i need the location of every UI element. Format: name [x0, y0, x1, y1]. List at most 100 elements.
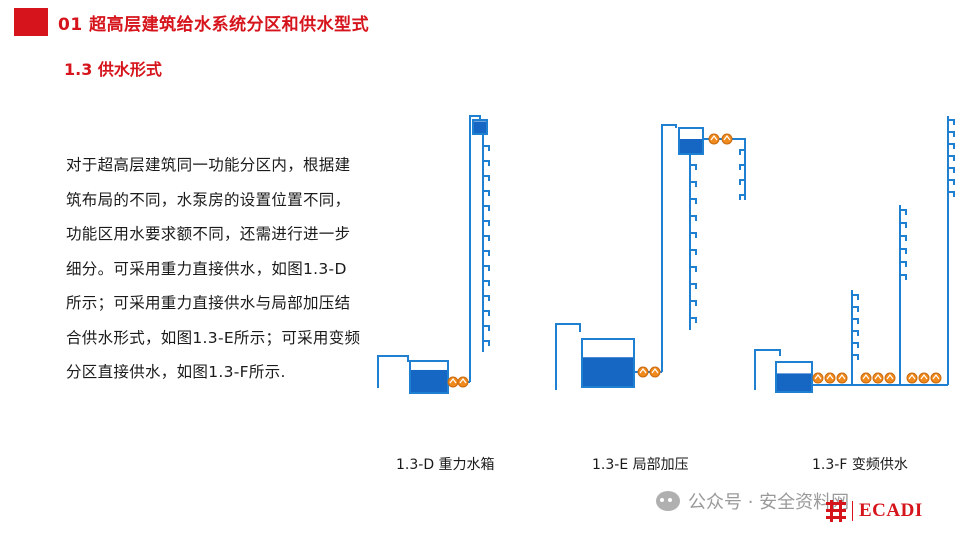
pump-icon-mark — [838, 374, 846, 380]
floor-branch — [900, 209, 907, 215]
watermark: 公众号 · 安全资料网 — [656, 488, 849, 514]
floor-branch — [690, 232, 697, 238]
floor-branch — [739, 164, 745, 170]
pump-icon-mark — [886, 374, 894, 380]
pump-icon-mark — [862, 374, 870, 380]
ecadi-logo: ECADI — [826, 500, 923, 522]
pump-icon-mark — [710, 135, 718, 141]
floor-branch — [483, 145, 490, 151]
section-subtitle: 1.3 供水形式 — [64, 60, 162, 79]
floor-branch — [900, 261, 907, 267]
floor-branch — [900, 248, 907, 254]
pump-icon — [824, 372, 836, 384]
floor-branch — [483, 310, 490, 316]
floor-branch — [483, 235, 490, 241]
pump-icon-mark — [723, 135, 731, 141]
pump-icon-mark — [874, 374, 882, 380]
storage-tank-water — [583, 357, 633, 386]
page-title: 01 超高层建筑给水系统分区和供水型式 — [58, 15, 370, 35]
floor-branch — [690, 266, 697, 272]
title-accent-bar — [14, 8, 48, 36]
floor-branch — [948, 119, 955, 125]
wechat-icon — [656, 491, 680, 511]
pump-icon — [457, 376, 469, 388]
floor-branch — [690, 181, 697, 187]
floor-branch — [483, 220, 490, 226]
floor-branch — [483, 280, 490, 286]
floor-branch — [690, 283, 697, 289]
logo-text: ECADI — [859, 500, 923, 521]
pump-icon — [884, 372, 896, 384]
figure-caption-e: 1.3-E 局部加压 — [592, 457, 689, 473]
roof-tank-water — [680, 139, 702, 153]
inlet-pipe — [377, 355, 409, 388]
pump-icon — [918, 372, 930, 384]
pump-icon — [930, 372, 942, 384]
pump-icon — [637, 366, 649, 378]
riser-pipe — [469, 115, 481, 382]
floor-branch — [483, 175, 490, 181]
pump-icon-mark — [449, 378, 457, 384]
pump-icon-mark — [814, 374, 822, 380]
figure-caption-d: 1.3-D 重力水箱 — [396, 457, 495, 473]
water-supply-diagrams — [377, 115, 955, 394]
floor-branch — [483, 205, 490, 211]
floor-branch — [948, 155, 955, 161]
floor-branch — [690, 249, 697, 255]
floor-branch — [900, 222, 907, 228]
pump-icon-mark — [908, 374, 916, 380]
floor-branch — [948, 131, 955, 137]
storage-tank-water — [777, 373, 811, 391]
floor-branch — [690, 164, 697, 170]
floor-branch — [948, 191, 955, 197]
roof-tank-water — [474, 121, 486, 133]
pump-icon-mark — [932, 374, 940, 380]
floor-branch — [852, 342, 859, 348]
floor-branch — [739, 149, 745, 155]
floor-branch — [483, 325, 490, 331]
floor-branch — [483, 265, 490, 271]
floor-branch — [852, 330, 859, 336]
floor-branch — [852, 354, 859, 360]
floor-branch — [690, 317, 697, 323]
pump-icon — [708, 133, 720, 145]
inlet-pipe — [555, 323, 581, 390]
floor-branch — [852, 318, 859, 324]
figure-caption-f: 1.3-F 变频供水 — [812, 457, 908, 473]
floor-branch — [900, 235, 907, 241]
floor-branch — [690, 300, 697, 306]
pump-icon-mark — [459, 378, 467, 384]
pump-icon — [812, 372, 824, 384]
floor-branch — [483, 295, 490, 301]
logo-mark-icon — [826, 500, 846, 522]
floor-branch — [739, 194, 745, 200]
pump-icon-mark — [639, 368, 647, 374]
pump-icon — [649, 366, 661, 378]
floor-branch — [852, 294, 859, 300]
storage-tank-water — [411, 369, 447, 392]
pump-icon-mark — [920, 374, 928, 380]
riser-pipe — [661, 124, 677, 372]
pump-icon — [860, 372, 872, 384]
floor-branch — [690, 215, 697, 221]
floor-branch — [852, 306, 859, 312]
floor-branch — [900, 274, 907, 280]
floor-branch — [948, 143, 955, 149]
floor-branch — [739, 179, 745, 185]
floor-branch — [483, 160, 490, 166]
pump-icon-mark — [826, 374, 834, 380]
pump-icon — [836, 372, 848, 384]
floor-branch — [483, 340, 490, 346]
floor-branch — [483, 190, 490, 196]
floor-branch — [948, 179, 955, 185]
floor-branch — [483, 250, 490, 256]
pump-icon-mark — [651, 368, 659, 374]
floor-branch — [948, 167, 955, 173]
body-paragraph: 对于超高层建筑同一功能分区内，根据建筑布局的不同，水泵房的设置位置不同，功能区用… — [66, 156, 361, 381]
pump-icon — [872, 372, 884, 384]
inlet-pipe — [754, 349, 781, 390]
pump-icon — [906, 372, 918, 384]
watermark-text: 公众号 · 安全资料网 — [688, 492, 850, 513]
floor-branch — [690, 198, 697, 204]
pump-icon — [721, 133, 733, 145]
